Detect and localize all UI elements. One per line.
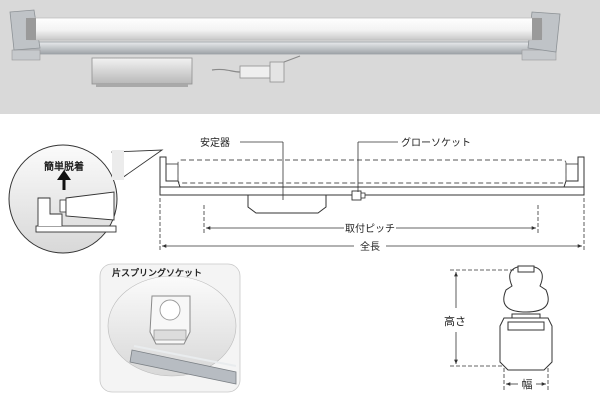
label-mounting-pitch: 取付ピッチ xyxy=(345,222,395,235)
photo-base-channel xyxy=(13,41,555,55)
inset-socket-face xyxy=(159,299,181,321)
easy-removal-callout xyxy=(8,144,164,254)
front-base-plate xyxy=(159,186,585,196)
dimension-height xyxy=(450,269,516,367)
label-overall-length: 全長 xyxy=(360,240,380,253)
callout-holder xyxy=(37,197,63,226)
front-right-bracket xyxy=(563,156,585,188)
dimension-width xyxy=(503,368,549,392)
photo-tube-cap-left xyxy=(26,18,36,40)
callout-base xyxy=(35,225,117,233)
photo-ballast-lip xyxy=(96,84,188,87)
up-arrow-head xyxy=(57,170,71,180)
label-spring-socket: 片スプリングソケット xyxy=(112,267,202,279)
photo-right-foot xyxy=(521,49,557,61)
photo-left-foot xyxy=(11,49,41,61)
side-tube-end xyxy=(503,265,549,313)
inset-rail xyxy=(129,349,237,385)
callout-pointer-mask xyxy=(112,150,124,180)
photo-fluorescent-tube xyxy=(25,17,543,41)
front-glow-socket xyxy=(351,190,362,201)
spring-socket-inset xyxy=(99,263,241,393)
photo-tube-cap-right xyxy=(532,18,542,40)
callout-tube-pin xyxy=(59,199,67,213)
side-tube-cap xyxy=(517,265,535,273)
dimension-overall-length xyxy=(159,198,585,252)
front-ballast xyxy=(247,194,327,214)
label-easy-removal: 簡単脱着 xyxy=(44,160,84,173)
side-channel xyxy=(499,317,553,371)
photo-glow-socket-clip xyxy=(269,61,285,83)
front-right-lampholder xyxy=(565,163,579,182)
inset-socket-spring xyxy=(153,329,187,341)
photo-glow-socket xyxy=(239,65,271,79)
side-view xyxy=(499,265,553,371)
label-glow-socket: グローソケット xyxy=(401,136,471,149)
leader-lines xyxy=(240,141,398,200)
front-glow-socket-tab xyxy=(360,192,366,199)
dimension-mounting-pitch xyxy=(203,205,539,234)
photo-background xyxy=(0,0,600,114)
callout-tube xyxy=(65,191,115,221)
front-view xyxy=(159,156,585,214)
photo-socket-wire xyxy=(211,68,241,73)
front-left-bracket xyxy=(159,156,181,188)
front-tube-dashed xyxy=(177,159,567,184)
photo-socket-lead xyxy=(283,55,301,63)
label-ballast: 安定器 xyxy=(200,136,230,149)
product-photo xyxy=(0,0,600,114)
label-height: 高さ xyxy=(444,314,466,328)
label-width: 幅 xyxy=(522,378,533,391)
side-channel-lip xyxy=(507,321,545,331)
photo-ballast-box xyxy=(91,57,193,85)
inset-rail-highlight xyxy=(133,345,237,367)
front-left-lampholder xyxy=(165,163,179,182)
